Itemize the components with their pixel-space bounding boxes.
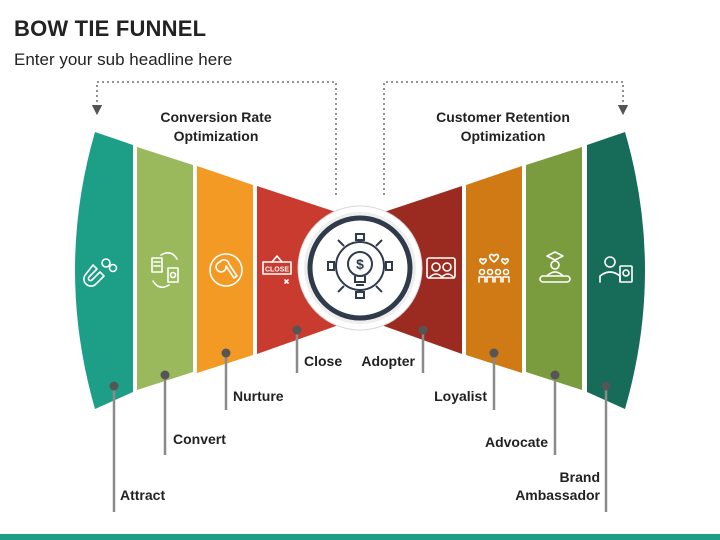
left-flow-arrow <box>91 81 337 195</box>
leader-dot-nurture <box>221 348 231 358</box>
document-exchange-icon <box>151 251 179 289</box>
stage-label-adopter: Adopter <box>361 353 415 369</box>
user-group-icon <box>426 257 456 279</box>
close-sign-icon: CLOSE <box>262 255 292 284</box>
graduate-diploma-icon <box>539 251 571 283</box>
leader-dot-convert <box>160 370 170 380</box>
left-heading-line-1: Conversion Rate <box>160 109 271 125</box>
segment-attract <box>75 132 133 409</box>
leader-dot-advocate <box>550 370 560 380</box>
stage-label-close: Close <box>304 353 342 369</box>
page-title: BOW TIE FUNNEL <box>14 16 207 41</box>
segment-loyalist <box>466 166 522 373</box>
leader-lines <box>109 325 611 512</box>
right-flow-arrow <box>383 81 629 195</box>
wrench-icon <box>209 253 243 287</box>
bottom-accent-bar <box>0 534 720 540</box>
center-emblem: $ <box>297 205 423 331</box>
left-heading: Conversion Rate Optimization <box>160 109 271 144</box>
stage-label-loyalist: Loyalist <box>434 388 487 404</box>
magnet-dollar-icon <box>83 258 118 287</box>
leader-dot-loyalist <box>489 348 499 358</box>
ambassador-badge-icon <box>599 256 633 283</box>
leader-dot-adopter <box>418 325 428 335</box>
segment-convert <box>137 147 193 390</box>
center-ring <box>307 215 413 321</box>
leader-dot-attract <box>109 381 119 391</box>
leader-dot-close <box>292 325 302 335</box>
gear-lightbulb-dollar-icon: $ <box>327 233 393 299</box>
svg-text:$: $ <box>356 256 364 272</box>
stage-label-nurture: Nurture <box>233 388 284 404</box>
page-subtitle: Enter your sub headline here <box>14 50 233 69</box>
right-heading: Customer Retention Optimization <box>436 109 570 144</box>
right-heading-line-2: Optimization <box>461 128 546 144</box>
stage-label-advocate: Advocate <box>485 434 548 450</box>
stage-label-brand-ambassador-line-1: Brand <box>560 469 600 485</box>
segment-brand-ambassador <box>587 132 645 409</box>
left-heading-line-2: Optimization <box>174 128 259 144</box>
right-heading-line-1: Customer Retention <box>436 109 570 125</box>
svg-text:CLOSE: CLOSE <box>265 267 289 274</box>
hearts-community-icon <box>478 253 510 283</box>
stage-label-brand-ambassador-line-2: Ambassador <box>515 487 600 503</box>
stage-label-attract: Attract <box>120 487 165 503</box>
stage-label-convert: Convert <box>173 431 226 447</box>
leader-dot-brand-ambassador <box>601 381 611 391</box>
